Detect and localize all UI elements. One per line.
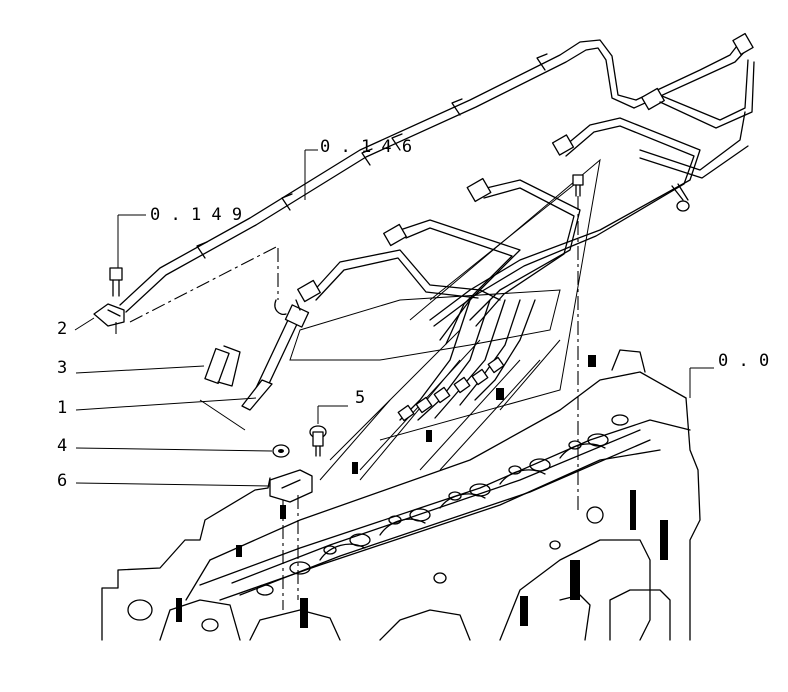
- label-item-3: 3: [57, 358, 67, 378]
- label-ref-0-149: 0 . 1 4 9: [150, 205, 242, 225]
- injector-parts: [93, 174, 584, 610]
- label-item-4: 4: [57, 436, 67, 456]
- label-item-6: 6: [57, 471, 67, 491]
- label-item-2: 2: [57, 319, 67, 339]
- label-ref-0-0: 0 . 0: [718, 351, 769, 371]
- callout-leaders: [74, 149, 714, 487]
- label-item-1: 1: [57, 398, 67, 418]
- injection-pipe-assembly: [119, 32, 755, 441]
- label-item-5: 5: [355, 388, 365, 408]
- label-ref-0-146: 0 . 1 4 6: [320, 137, 412, 157]
- engine-block: [101, 329, 701, 641]
